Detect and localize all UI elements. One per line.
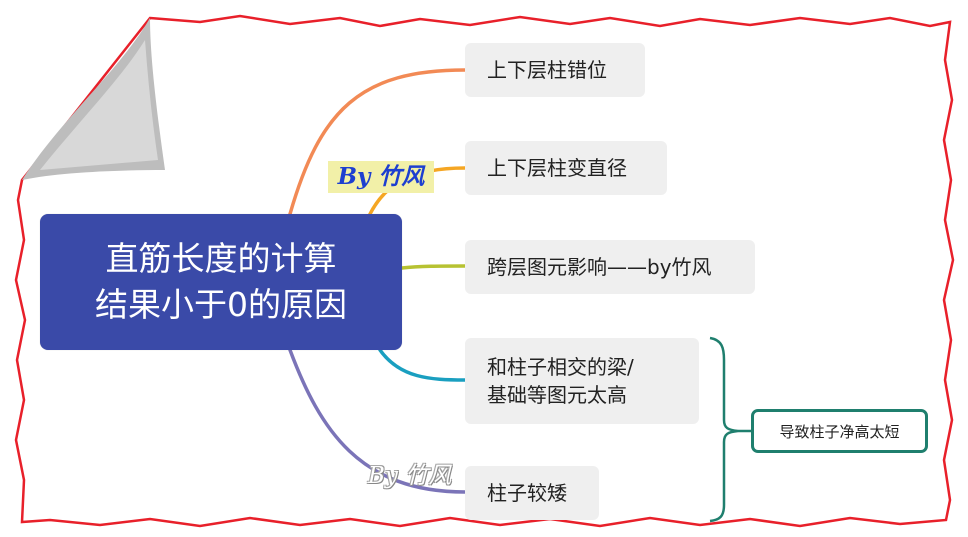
branch-label: 跨层图元影响——by竹风: [487, 255, 712, 279]
branch-node-1[interactable]: 上下层柱错位: [465, 43, 645, 97]
watermark-top: By 竹风: [328, 161, 434, 193]
root-title-line-1: 直筋长度的计算: [105, 239, 337, 278]
connector-4: [378, 348, 467, 382]
summary-label: 导致柱子净高太短: [779, 422, 900, 441]
branch-label-line-2: 基础等图元太高: [487, 383, 627, 407]
root-title-line-2: 结果小于0的原因: [95, 285, 347, 324]
branch-label: 上下层柱错位: [487, 58, 607, 82]
summary-node[interactable]: 导致柱子净高太短: [751, 409, 928, 453]
branch-label-line-1: 和柱子相交的梁/: [487, 355, 634, 379]
connector-5: [288, 348, 467, 494]
branch-node-3[interactable]: 跨层图元影响——by竹风: [465, 240, 755, 294]
connector-3: [400, 264, 467, 270]
branch-label: 上下层柱变直径: [487, 156, 627, 180]
root-topic[interactable]: 直筋长度的计算 结果小于0的原因: [40, 214, 402, 350]
branch-node-5[interactable]: 柱子较矮: [465, 466, 599, 520]
branch-label: 柱子较矮: [487, 481, 567, 505]
watermark-bottom: By 竹风: [368, 463, 452, 489]
connector-1: [288, 68, 467, 216]
page-curl-highlight: [40, 40, 158, 170]
branch-node-4[interactable]: 和柱子相交的梁/ 基础等图元太高: [465, 338, 699, 424]
branch-node-2[interactable]: 上下层柱变直径: [465, 141, 667, 195]
